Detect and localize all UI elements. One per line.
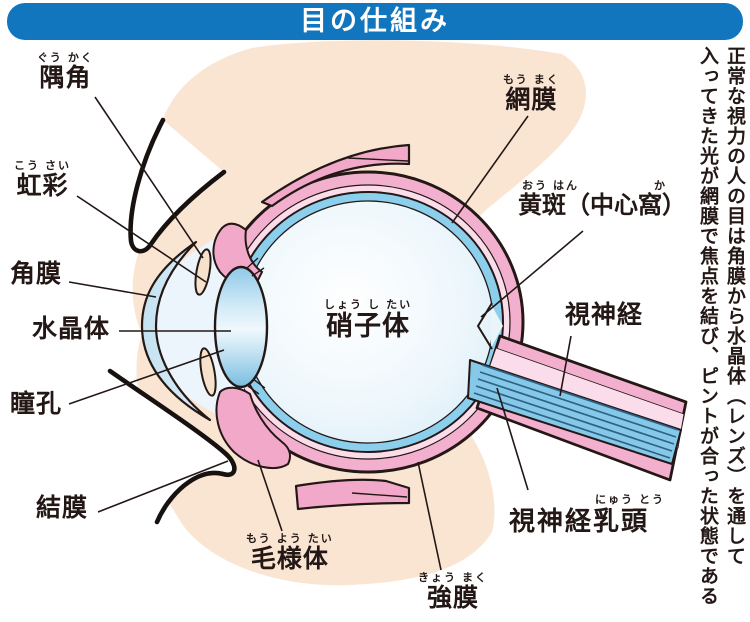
leader-sclera xyxy=(417,461,442,571)
label-angle: ぐう かく 隅角 xyxy=(37,52,94,92)
label-vitreous: しょう し たい 硝子体 xyxy=(324,299,413,341)
label-optic-disc: にゅう とう 視神経乳頭 xyxy=(509,494,666,536)
label-ciliary-body: もう よう たい 毛様体 xyxy=(246,533,334,573)
leader-cornea xyxy=(68,281,157,298)
muscle-bottom-seam xyxy=(351,492,408,498)
leader-macula xyxy=(480,230,584,318)
label-sclera: きょう まく 強膜 xyxy=(418,572,489,612)
ciliary-body-bottom xyxy=(215,386,291,469)
optic-nerve-striations xyxy=(473,364,679,459)
label-conjunctiva: 結膜 xyxy=(36,494,89,522)
muscle-bottom xyxy=(294,478,411,511)
eye-muscles xyxy=(260,143,411,511)
label-pupil: 瞳孔 xyxy=(10,390,63,418)
title-banner: 目の仕組み xyxy=(7,3,743,40)
optic-nerve-shape xyxy=(467,334,688,482)
leader-angle xyxy=(94,96,204,259)
lower-eyelid xyxy=(107,368,237,525)
eyelids xyxy=(107,117,237,525)
leader-optic-disc xyxy=(496,387,529,491)
label-lens: 水晶体 xyxy=(32,315,111,343)
label-retina: もう まく 網膜 xyxy=(503,74,560,114)
iris-flap-bottom xyxy=(199,347,217,397)
lens-shape xyxy=(213,265,269,389)
label-macula: おう はん か 黄斑（中心窩） xyxy=(518,180,686,219)
side-note: 正常な視力の人の目は角膜から水晶体（レンズ）を通して 入ってきた光が網膜で焦点を… xyxy=(694,46,748,620)
leader-lines xyxy=(68,96,584,571)
lower-eyelid-fill xyxy=(110,371,235,522)
fovea-notch xyxy=(491,304,503,348)
muscle-top xyxy=(260,143,411,208)
zonule-fibers xyxy=(246,257,266,395)
muscle-top-seam xyxy=(347,157,409,162)
side-note-line-1: 正常な視力の人の目は角膜から水晶体（レンズ）を通して xyxy=(724,46,745,566)
page-title: 目の仕組み xyxy=(300,6,450,36)
anterior-chamber xyxy=(148,240,244,414)
side-note-line-2: 入ってきた光が網膜で焦点を結び、ピントが合った状態である xyxy=(697,46,718,606)
leader-iris xyxy=(76,195,207,283)
cornea-shape xyxy=(140,240,212,422)
leader-conjunctiva xyxy=(97,460,229,513)
leader-retina xyxy=(451,115,529,224)
anterior-segment xyxy=(140,222,291,469)
iris-flap-top xyxy=(194,248,212,296)
leader-pupil xyxy=(68,349,225,405)
leader-ciliary-body xyxy=(257,459,283,532)
label-cornea: 角膜 xyxy=(10,260,63,288)
upper-eyelid-fill xyxy=(130,120,224,252)
upper-eyelid xyxy=(128,117,227,254)
label-optic-nerve: 視神経 xyxy=(565,301,644,329)
leader-optic-nerve xyxy=(559,335,572,397)
label-iris: こう さい 虹彩 xyxy=(14,160,72,200)
